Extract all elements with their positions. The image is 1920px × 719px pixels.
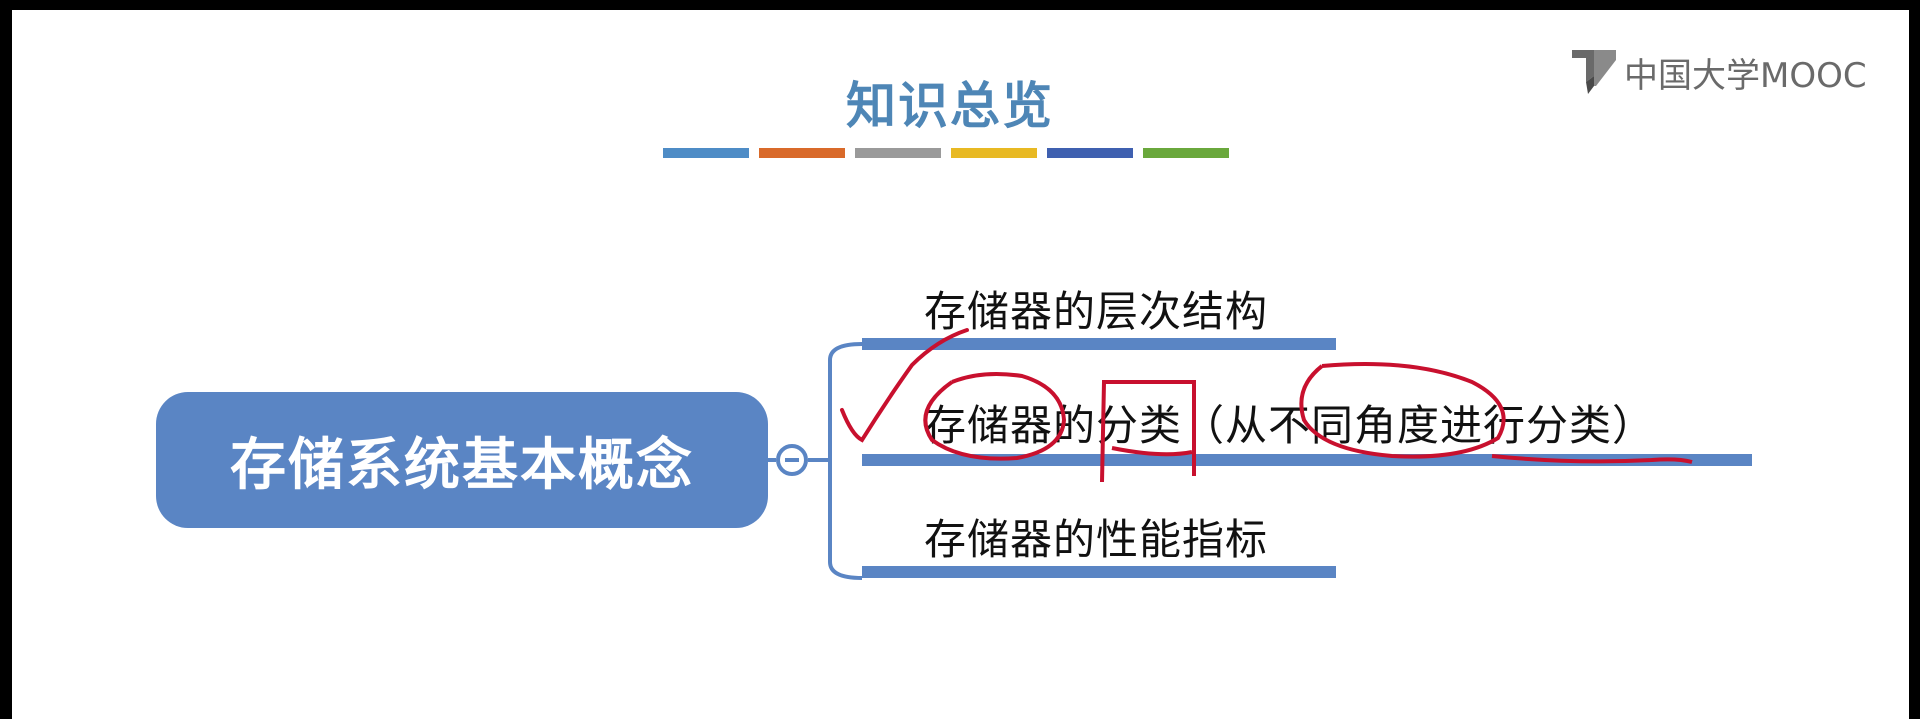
accent-bar-2 (759, 148, 845, 158)
accent-bar-6 (1143, 148, 1229, 158)
minus-icon (785, 458, 799, 462)
branch-2-line (862, 454, 1752, 466)
accent-bar-1 (663, 148, 749, 158)
branch-3-label[interactable]: 存储器的性能指标 (924, 515, 1269, 564)
book-icon (1572, 50, 1616, 94)
accent-bar-4 (951, 148, 1037, 158)
central-node[interactable]: 存储系统基本概念 (156, 392, 768, 528)
logo-text: 中国大学MOOC (1624, 56, 1867, 96)
slide-title: 知识总览 (846, 76, 1054, 135)
branch-2-label[interactable]: 存储器的分类（从不同角度进行分类） (924, 401, 1656, 450)
branch-3-line (862, 566, 1336, 578)
accent-bar-3 (855, 148, 941, 158)
slide: 知识总览 中国大学MOOC 存储系统基本概念 存储器的层次结构 存储器的分类（从… (12, 10, 1909, 719)
branch-bracket (828, 342, 863, 580)
collapse-toggle[interactable] (776, 444, 808, 476)
branch-1-line (862, 338, 1336, 350)
branch-1-label[interactable]: 存储器的层次结构 (924, 287, 1269, 336)
accent-bar-5 (1047, 148, 1133, 158)
